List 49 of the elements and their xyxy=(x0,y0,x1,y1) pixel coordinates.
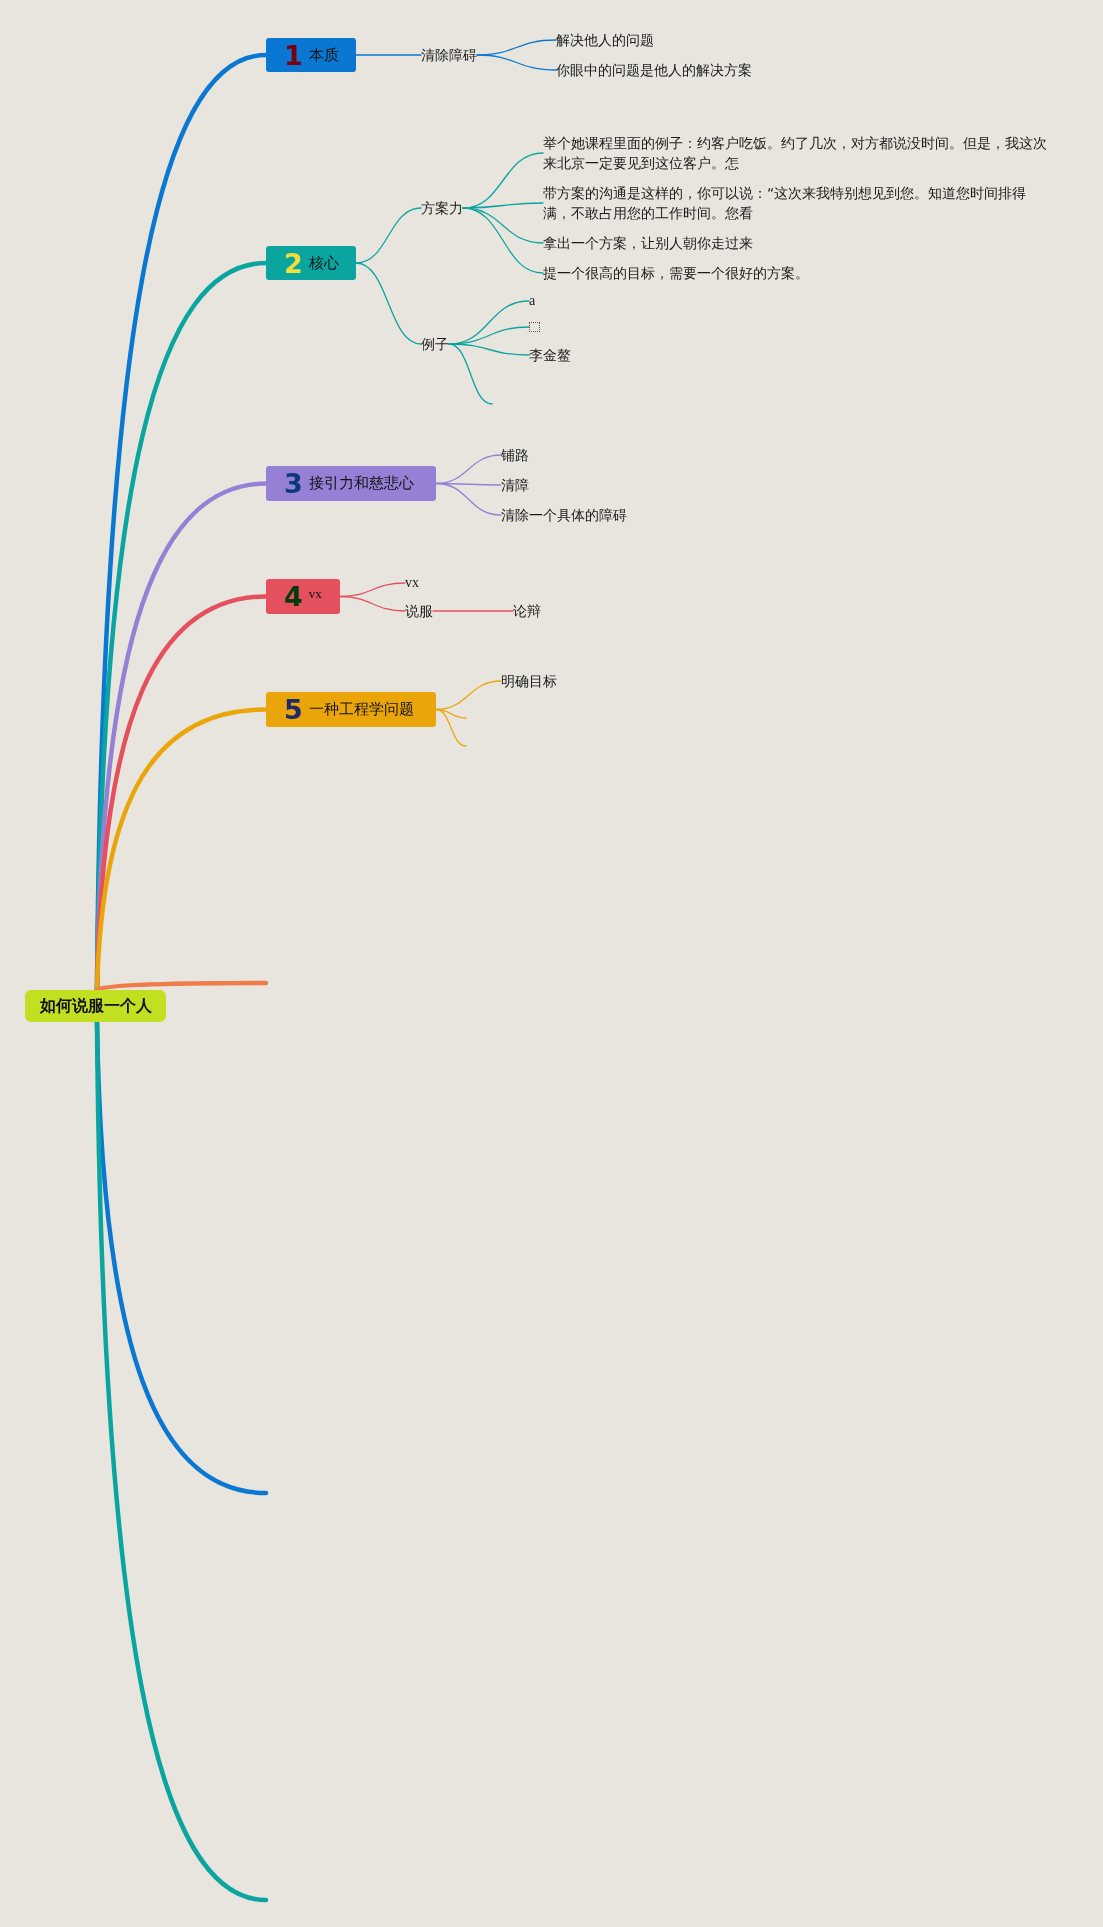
branch-line xyxy=(462,207,544,274)
branch-line xyxy=(448,343,530,356)
subtopic-text: 清除一个具体的障碍 xyxy=(501,505,627,525)
topic-number: 3 xyxy=(284,470,303,497)
subtopic-text: 论辩 xyxy=(513,601,541,621)
branch-line xyxy=(462,207,544,244)
topic-number: 5 xyxy=(284,696,303,723)
subtopic-text: 说服 xyxy=(405,601,433,621)
branch-line xyxy=(355,54,422,56)
main-topic-box xyxy=(266,246,356,280)
subtopic-text: 明确目标 xyxy=(501,671,557,691)
subtopic-text: 清除障碍 xyxy=(421,45,477,65)
branch-line xyxy=(448,343,493,405)
topic-number: 4 xyxy=(284,583,303,610)
subtopic-text: 带方案的沟通是这样的，你可以说：“这次来我特别想见到您。知道您时间排得满，不敢占用您的工作时间。您看 xyxy=(543,183,1048,223)
main-topic-box xyxy=(266,466,436,501)
branch-line xyxy=(435,708,467,747)
subtopic-text: vx xyxy=(405,573,419,593)
subtopic-text: 举个她课程里面的例子：约客户吃饭。约了几次，对方都说没时间。但是，我这次来北京一定要见到这位客户。怎 xyxy=(543,133,1048,173)
subtopic-text: 李金鳌 xyxy=(529,345,571,365)
central-topic: 如何说服一个人 xyxy=(25,990,166,1022)
branch-line xyxy=(476,54,557,71)
subtopic-text: 铺路 xyxy=(501,445,529,465)
topic-label: 本质 xyxy=(308,45,339,65)
topic-number: 1 xyxy=(284,41,303,69)
main-topic-box xyxy=(266,38,356,72)
topic-label: 一种工程学问题 xyxy=(308,700,414,719)
branch-line xyxy=(432,610,514,612)
subtopic-text: 你眼中的问题是他人的解决方案 xyxy=(556,60,752,80)
topic-label: 接引力和慈悲心 xyxy=(308,474,414,493)
main-branch-line xyxy=(94,1019,269,1903)
subtopic-text: a xyxy=(529,291,536,311)
subtopic-text: 方案力 xyxy=(421,198,463,218)
topic-label: vx xyxy=(308,586,322,602)
main-topic-box xyxy=(266,692,436,727)
branch-line xyxy=(435,482,502,516)
subtopic-text: 提一个很高的目标，需要一个很好的方案。 xyxy=(543,263,809,283)
branch-line xyxy=(355,207,422,264)
subtopic-text: 例子 xyxy=(421,334,449,354)
branch-line xyxy=(355,262,422,345)
subtopic-text: 拿出一个方案，让别人朝你走过来 xyxy=(543,233,753,253)
topic-number: 2 xyxy=(284,249,303,277)
main-branch-line xyxy=(94,980,269,993)
main-topic-box xyxy=(266,579,340,614)
branch-line xyxy=(339,595,406,612)
placeholder-glyph-box xyxy=(529,322,540,332)
topic-label: 核心 xyxy=(308,253,339,273)
subtopic-text: 解决他人的问题 xyxy=(556,30,654,50)
subtopic-text: 清障 xyxy=(501,475,529,495)
